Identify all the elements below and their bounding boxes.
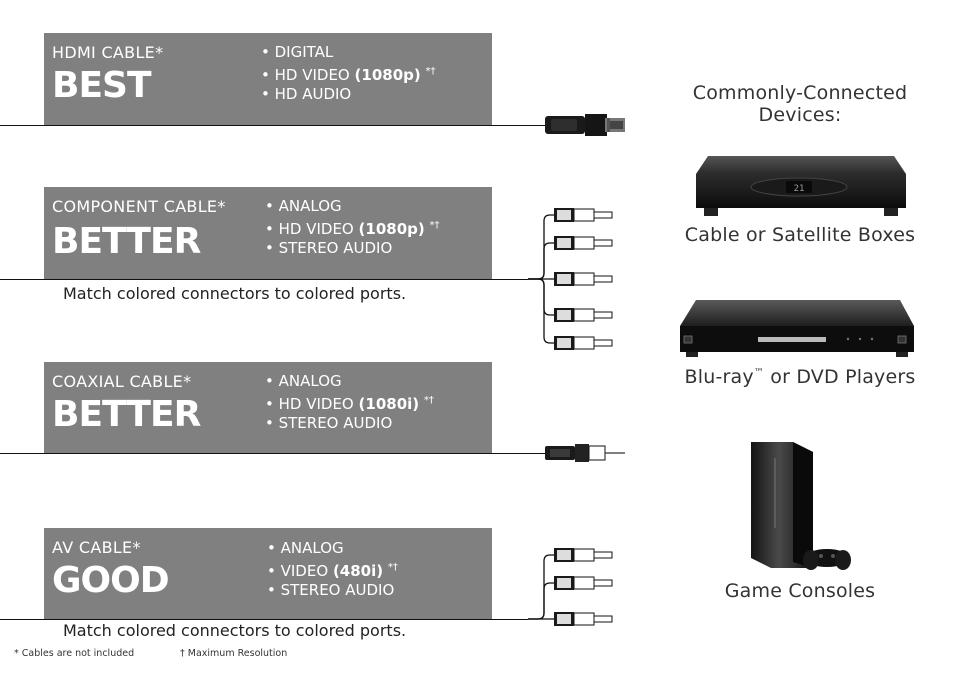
hdmi-feature-list: • DIGITAL • HD VIDEO (1080p) *† • HD AUD… [261, 43, 436, 103]
av-cable-line [0, 619, 528, 620]
hdmi-cable-panel: HDMI CABLE* BEST • DIGITAL • HD VIDEO (1… [44, 33, 492, 125]
coaxial-feature-list: • ANALOG • HD VIDEO (1080i) *† • STEREO … [265, 372, 434, 432]
game-console-label: Game Consoles [724, 580, 876, 602]
av-connectors-icon [528, 548, 613, 626]
game-console-icon [751, 442, 851, 570]
cable-box-icon: 21 [696, 156, 906, 216]
bluray-label: Blu-ray™ or DVD Players [684, 366, 916, 388]
component-cable-grade: BETTER [52, 221, 201, 262]
component-cable-line [0, 279, 528, 280]
component-connectors-icon [528, 208, 613, 350]
cable-box-label: Cable or Satellite Boxes [684, 224, 916, 246]
hdmi-cable-line [0, 125, 555, 126]
av-cable-grade: GOOD [52, 560, 170, 601]
devices-heading: Commonly-Connected Devices: [692, 82, 908, 126]
av-note: Match colored connectors to colored port… [63, 621, 407, 640]
hdmi-connector-icon [545, 114, 625, 136]
av-cable-type: AV CABLE* [52, 538, 141, 557]
coaxial-cable-type: COAXIAL CABLE* [52, 372, 192, 391]
coaxial-cable-panel: COAXIAL CABLE* BETTER • ANALOG • HD VIDE… [44, 362, 492, 453]
hdmi-cable-grade: BEST [52, 65, 152, 106]
svg-text:21: 21 [794, 184, 805, 194]
component-cable-type: COMPONENT CABLE* [52, 197, 226, 216]
footnote-cables: * Cables are not included [14, 648, 135, 659]
component-cable-panel: COMPONENT CABLE* BETTER • ANALOG • HD VI… [44, 187, 492, 279]
av-feature-list: • ANALOG • VIDEO (480i) *† • STEREO AUDI… [267, 539, 398, 599]
component-feature-list: • ANALOG • HD VIDEO (1080p) *† • STEREO … [265, 197, 440, 257]
bluray-player-icon [680, 300, 914, 357]
component-note: Match colored connectors to colored port… [63, 284, 407, 303]
coaxial-cable-line [0, 453, 550, 454]
coaxial-cable-grade: BETTER [52, 394, 201, 435]
coaxial-connector-icon [545, 444, 625, 462]
hdmi-cable-type: HDMI CABLE* [52, 43, 164, 62]
footnote-resolution: † Maximum Resolution [180, 648, 288, 659]
av-cable-panel: AV CABLE* GOOD • ANALOG • VIDEO (480i) *… [44, 528, 492, 619]
